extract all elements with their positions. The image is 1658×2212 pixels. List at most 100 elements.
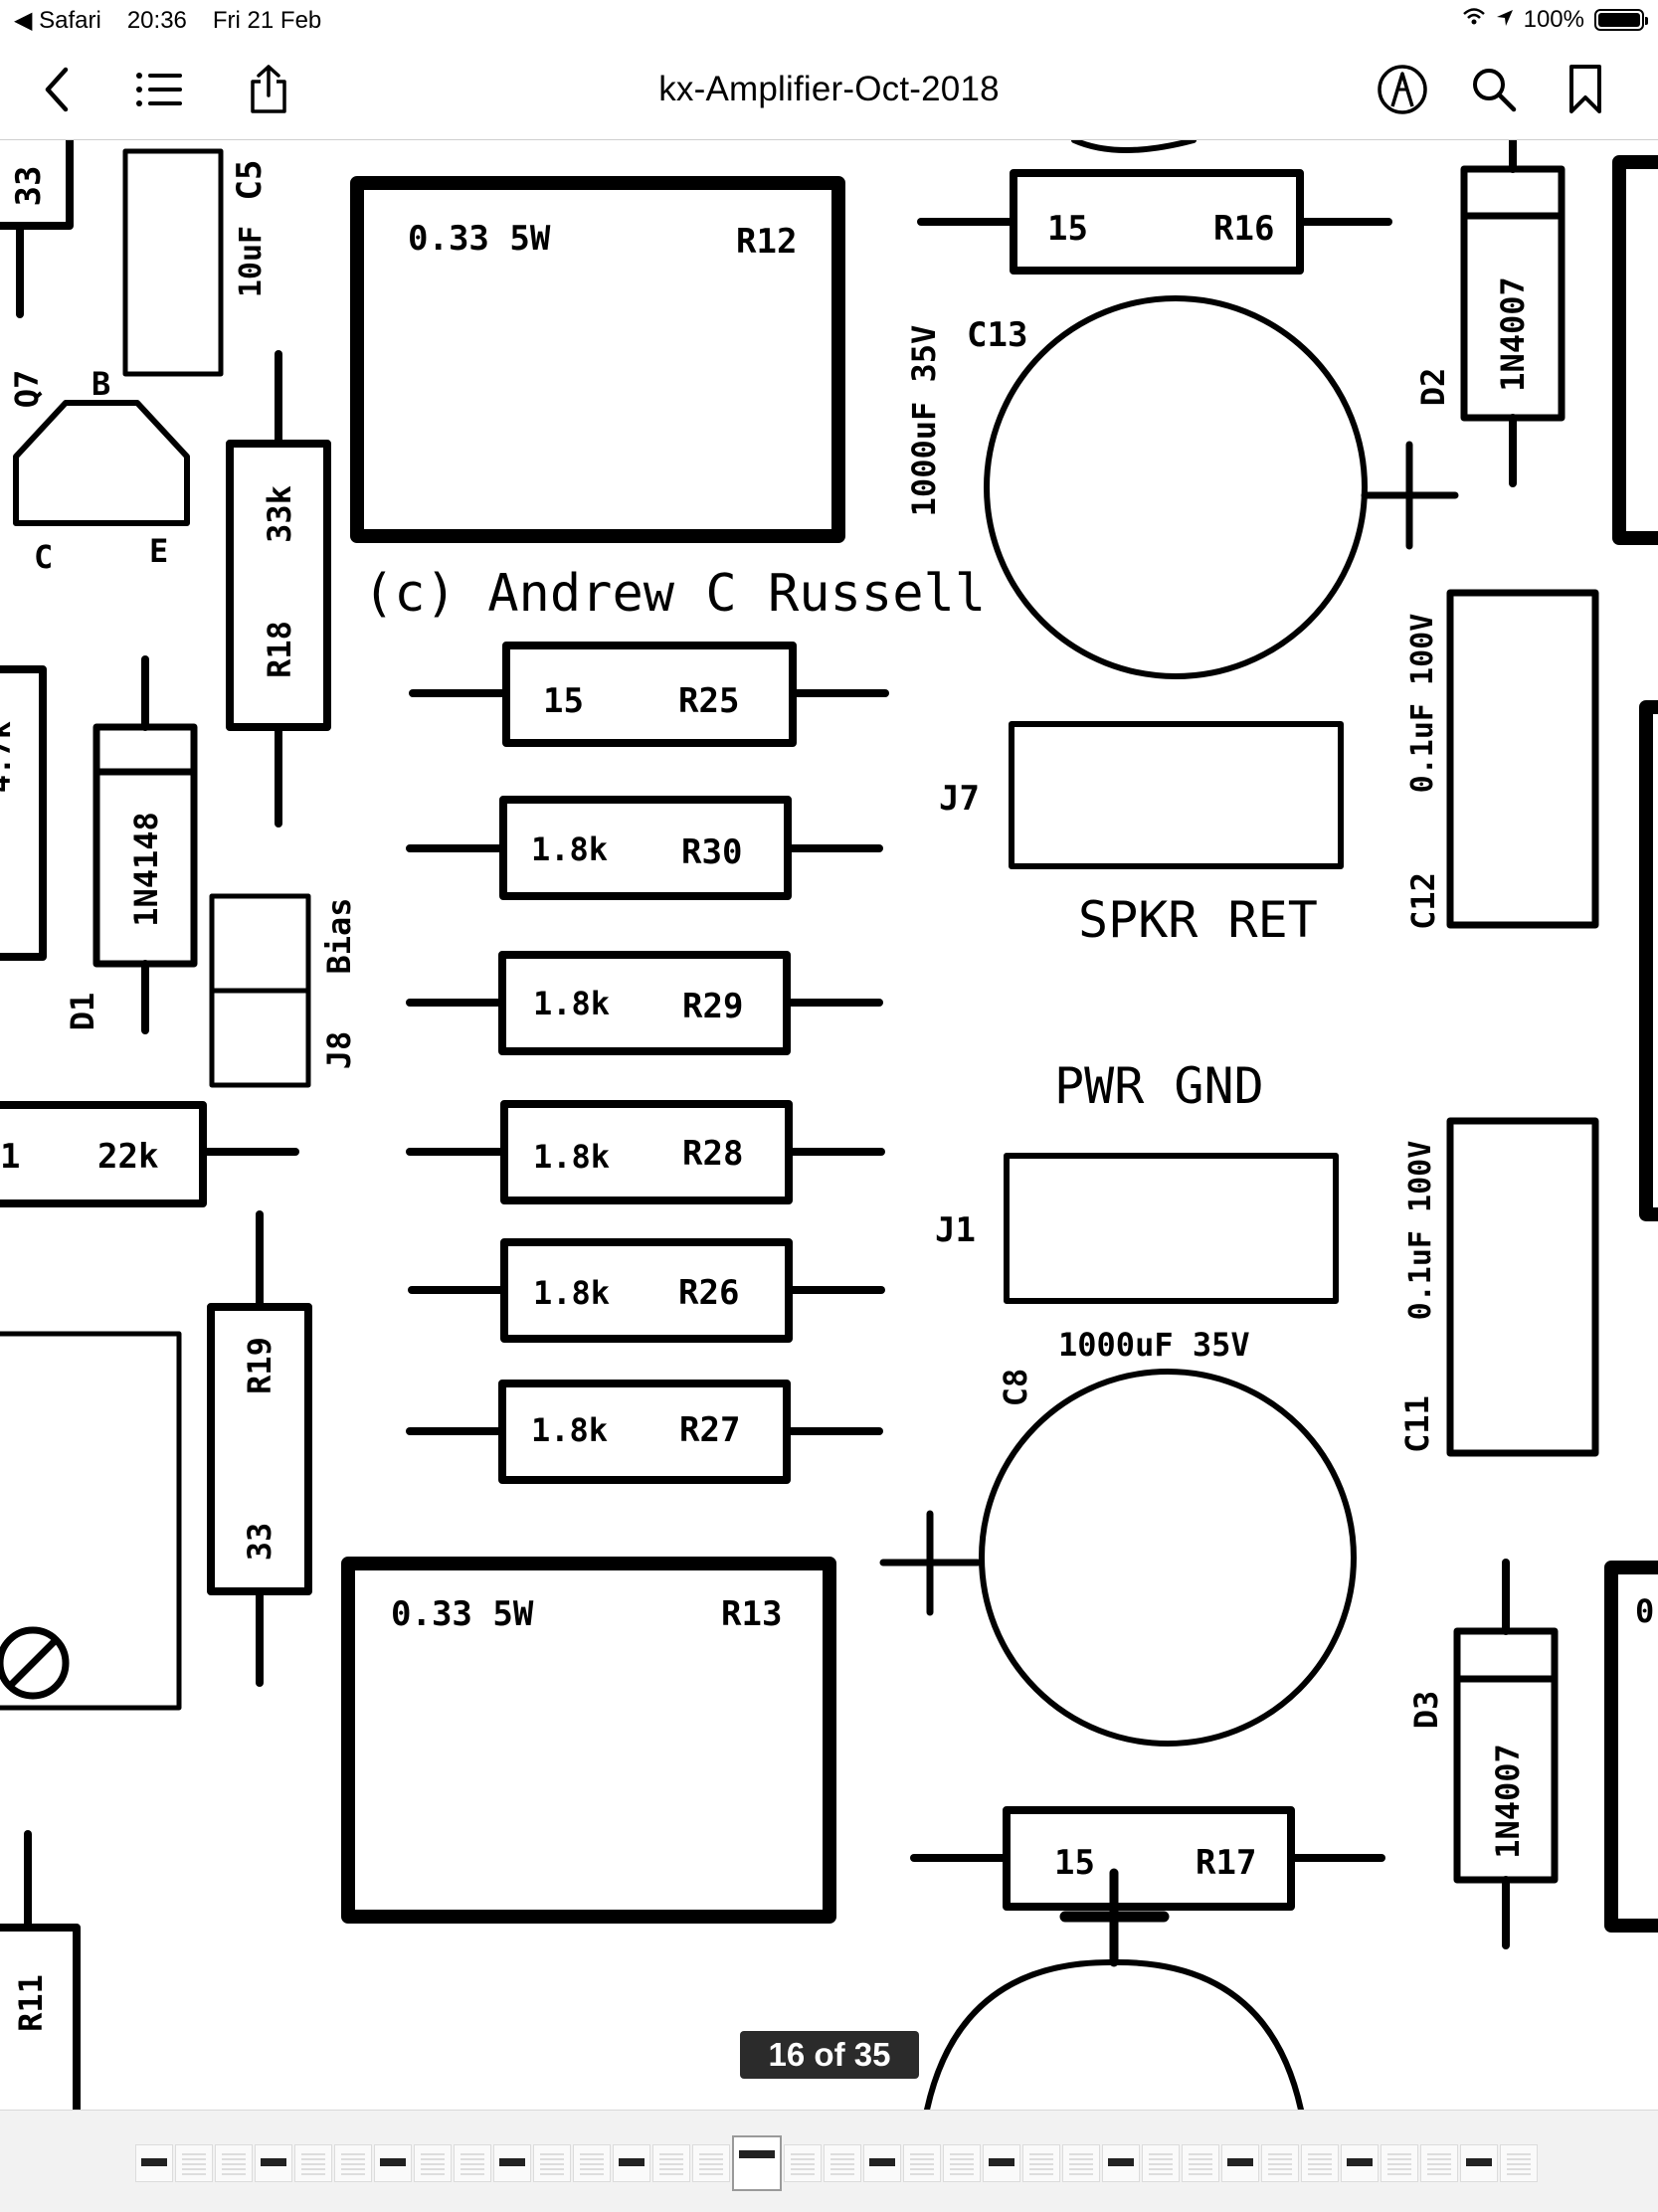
thumbnail-preview <box>499 2158 525 2166</box>
page-thumbnail[interactable] <box>613 2144 650 2182</box>
page-thumbnail[interactable] <box>573 2144 611 2182</box>
page-thumbnail[interactable] <box>1261 2144 1299 2182</box>
page-thumbnail[interactable] <box>533 2144 571 2182</box>
thumbnail-preview <box>1108 2158 1134 2166</box>
label-r28-value: 1.8k <box>533 1138 610 1176</box>
label-c11-value: 0.1uF 100V <box>1403 1141 1438 1321</box>
page-thumbnail[interactable] <box>374 2144 412 2182</box>
r12-outline <box>350 176 845 543</box>
thumbnail-preview <box>341 2153 365 2175</box>
page-thumbnail[interactable] <box>1022 2144 1060 2182</box>
page-thumbnail[interactable] <box>454 2144 491 2182</box>
c11-outline <box>1446 1117 1599 1457</box>
label-r29-value: 1.8k <box>533 985 610 1022</box>
page-thumbnail[interactable] <box>784 2144 822 2182</box>
page-thumbnail[interactable] <box>1142 2144 1180 2182</box>
thumbnail-preview <box>141 2158 167 2166</box>
j1-outline <box>1004 1153 1339 1304</box>
label-r13-value: 0.33 5W <box>391 1594 534 1634</box>
page-thumbnail[interactable] <box>1102 2144 1140 2182</box>
page-thumbnail[interactable] <box>863 2144 901 2182</box>
label-r19-value: 33 <box>241 1523 278 1562</box>
thumbnail-preview <box>830 2153 854 2175</box>
label-r30: R30 <box>681 832 742 872</box>
label-r19: R19 <box>241 1337 278 1394</box>
page-thumbnail[interactable] <box>983 2144 1020 2182</box>
thumbnail-preview <box>791 2153 815 2175</box>
thumbnail-preview <box>910 2153 934 2175</box>
page-thumbnail[interactable] <box>334 2144 372 2182</box>
list-icon <box>136 73 182 106</box>
partial-resistor-left <box>0 665 47 961</box>
battery-icon <box>1594 9 1648 31</box>
j7-outline <box>1009 721 1344 869</box>
label-j7: J7 <box>939 779 980 819</box>
copyright-text: (c) Andrew C Russell <box>363 564 986 624</box>
trimmer-adjust <box>0 1626 70 1700</box>
pdf-page-view[interactable]: 33 C5 10uF Q7 B C E 33k R18 0.33 5W R12 … <box>0 140 1658 2110</box>
thumbnail-preview <box>222 2153 246 2175</box>
back-button[interactable] <box>24 56 92 123</box>
nav-bar: kx-Amplifier-Oct-2018 <box>0 40 1658 140</box>
page-thumbnail[interactable] <box>943 2144 981 2182</box>
back-app-label: Safari <box>39 7 101 34</box>
label-c5-value: 10uF <box>234 226 269 297</box>
label-r22k-left: 1 <box>0 1137 20 1177</box>
page-thumbnail[interactable] <box>175 2144 213 2182</box>
thumbnail-preview <box>261 2158 286 2166</box>
page-thumbnail[interactable] <box>414 2144 452 2182</box>
status-left: ◀ Safari 20:36 Fri 21 Feb <box>14 6 321 35</box>
label-r22k-value: 22k <box>97 1137 158 1177</box>
label-r12: R12 <box>736 222 797 262</box>
page-thumbnail[interactable] <box>903 2144 941 2182</box>
pcb-silkscreen: 33 C5 10uF Q7 B C E 33k R18 0.33 5W R12 … <box>0 140 1658 2110</box>
page-thumbnail[interactable] <box>215 2144 253 2182</box>
page-thumbnail[interactable] <box>652 2144 690 2182</box>
share-icon <box>251 65 286 113</box>
page-thumbnail[interactable] <box>135 2144 173 2182</box>
page-thumbnail[interactable] <box>692 2144 730 2182</box>
label-bias: Bias <box>320 897 358 974</box>
back-to-app-link[interactable]: ◀ Safari <box>14 7 101 34</box>
label-r27-value: 1.8k <box>531 1411 608 1449</box>
page-counter: 16 of 35 <box>740 2031 919 2079</box>
label-r16-value: 15 <box>1047 209 1088 249</box>
bookmark-button[interactable] <box>1552 56 1619 123</box>
thumbnail-preview <box>421 2153 445 2175</box>
markup-button[interactable] <box>1369 56 1436 123</box>
thumbnail-preview <box>580 2153 604 2175</box>
label-r30-value: 1.8k <box>531 830 608 868</box>
label-spkr-ret: SPKR RET <box>1078 891 1318 949</box>
page-thumbnail[interactable] <box>732 2135 782 2191</box>
page-thumbnail[interactable] <box>1381 2144 1418 2182</box>
page-thumbnail[interactable] <box>294 2144 332 2182</box>
share-button[interactable] <box>235 56 302 123</box>
thumbnail-preview <box>182 2153 206 2175</box>
label-r12-value: 0.33 5W <box>408 219 551 259</box>
page-thumbnail[interactable] <box>1301 2144 1339 2182</box>
label-c8: C8 <box>997 1369 1034 1407</box>
page-thumbnail-strip[interactable] <box>0 2110 1658 2212</box>
page-thumbnail[interactable] <box>1460 2144 1498 2182</box>
page-thumbnail[interactable] <box>1341 2144 1379 2182</box>
status-date: Fri 21 Feb <box>212 6 322 34</box>
thumbnail-preview <box>461 2153 484 2175</box>
page-thumbnail[interactable] <box>1182 2144 1219 2182</box>
page-thumbnail[interactable] <box>1420 2144 1458 2182</box>
page-thumbnail[interactable] <box>824 2144 861 2182</box>
label-right-partial: 0. <box>1635 1592 1658 1630</box>
table-of-contents-button[interactable] <box>125 56 193 123</box>
r13-outline <box>341 1557 836 1924</box>
page-thumbnail[interactable] <box>255 2144 292 2182</box>
thumbnail-preview <box>1427 2153 1451 2175</box>
label-d2-part: 1N4007 <box>1494 276 1532 392</box>
label-r16: R16 <box>1213 209 1274 249</box>
label-d3: D3 <box>1407 1691 1445 1730</box>
page-thumbnail[interactable] <box>1062 2144 1100 2182</box>
page-thumbnail[interactable] <box>1500 2144 1538 2182</box>
search-button[interactable] <box>1460 56 1528 123</box>
thumbnail-preview <box>1308 2153 1332 2175</box>
thumbnail-preview <box>1466 2158 1492 2166</box>
page-thumbnail[interactable] <box>1221 2144 1259 2182</box>
page-thumbnail[interactable] <box>493 2144 531 2182</box>
